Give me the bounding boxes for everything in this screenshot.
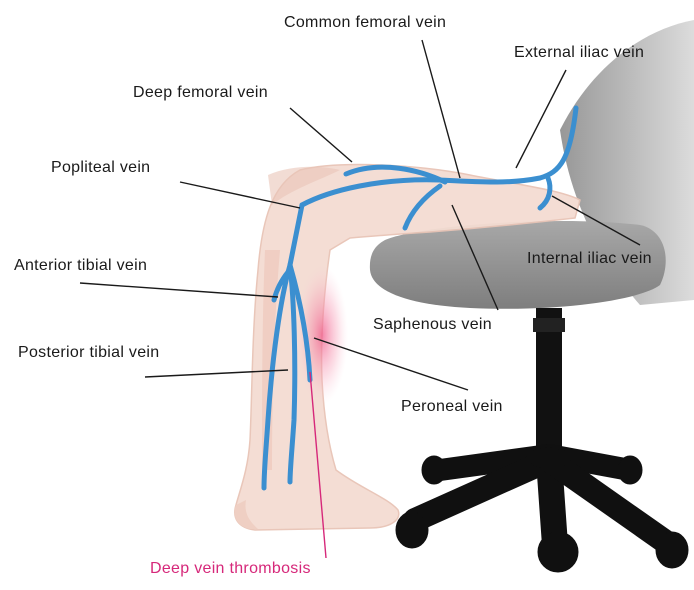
chair-column-sleeve: [533, 318, 565, 332]
label-external-iliac-vein: External iliac vein: [514, 44, 644, 62]
label-saphenous-vein: Saphenous vein: [373, 316, 492, 334]
label-popliteal-vein: Popliteal vein: [51, 159, 150, 177]
label-internal-iliac-vein: Internal iliac vein: [527, 250, 652, 268]
label-deep-femoral-vein: Deep femoral vein: [133, 84, 268, 102]
label-common-femoral-vein: Common femoral vein: [284, 14, 446, 32]
label-deep-vein-thrombosis: Deep vein thrombosis: [150, 560, 311, 578]
chair-base: [396, 448, 688, 572]
label-anterior-tibial-vein: Anterior tibial vein: [14, 257, 147, 275]
label-peroneal-vein: Peroneal vein: [401, 398, 503, 416]
label-posterior-tibial-vein: Posterior tibial vein: [18, 344, 159, 362]
